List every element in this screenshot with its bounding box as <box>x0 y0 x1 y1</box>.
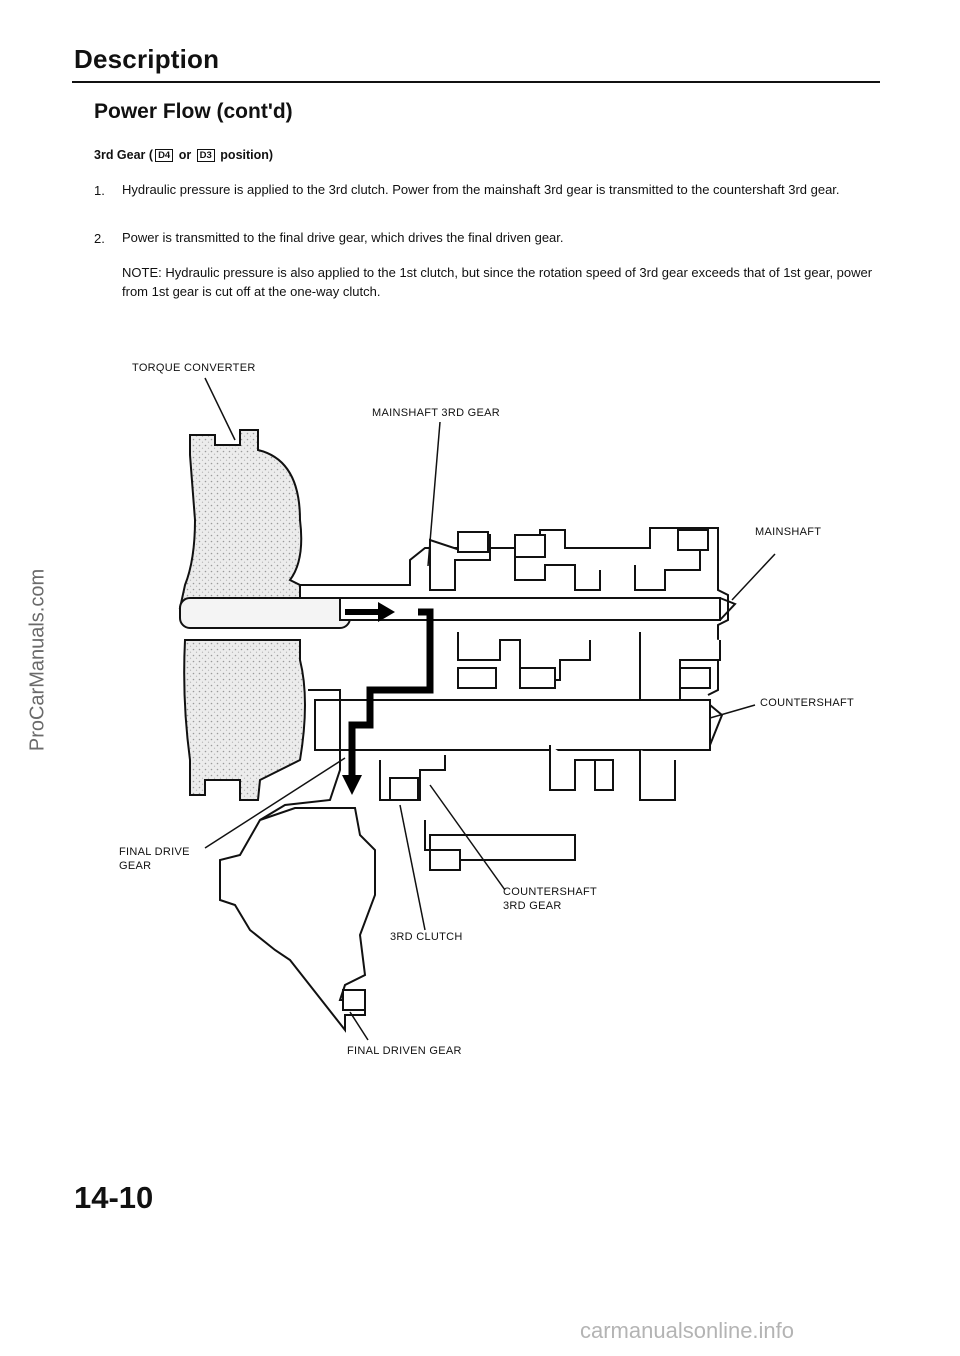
leader-final-drive-gear <box>204 757 346 849</box>
gear-heading-middle: or <box>175 148 195 162</box>
leader-lines <box>204 377 776 1041</box>
step-1-text: Hydraulic pressure is applied to the 3rd… <box>122 182 840 197</box>
label-final-drive-gear-line2: GEAR <box>119 860 152 872</box>
power-flow-line <box>348 608 434 775</box>
leader-countershaft-3rd-gear <box>429 784 506 891</box>
label-countershaft-3rd-gear-line2: 3RD GEAR <box>503 900 562 912</box>
transmission-casing <box>300 527 729 696</box>
label-countershaft-3rd-gear-line1: COUNTERSHAFT <box>503 886 598 898</box>
gear-heading-prefix: 3rd Gear ( <box>94 148 154 162</box>
header-rule <box>72 81 880 83</box>
third-clutch-hub <box>424 820 576 871</box>
mainshaft-gears <box>429 529 721 701</box>
label-final-drive-gear-line1: FINAL DRIVE <box>119 846 190 858</box>
torque-converter-housing <box>178 429 303 609</box>
leader-countershaft <box>709 704 756 719</box>
label-3rd-clutch: 3RD CLUTCH <box>390 931 463 943</box>
bottom-watermark: carmanualsonline.info <box>580 1318 795 1343</box>
input-shaft <box>179 597 351 629</box>
countershaft-gears <box>379 745 676 801</box>
step-1-number: 1. <box>94 183 105 198</box>
countershaft-end <box>709 704 724 746</box>
mainshaft <box>339 597 721 621</box>
label-mainshaft-3rd-gear: MAINSHAFT 3RD GEAR <box>372 407 501 419</box>
mainshaft-end <box>719 597 737 621</box>
leader-3rd-clutch <box>399 804 426 931</box>
leader-torque-converter <box>204 377 236 441</box>
casing-lower <box>259 689 341 821</box>
diagram-body <box>178 429 737 1033</box>
label-mainshaft: MAINSHAFT <box>755 526 822 538</box>
side-watermark: ProCarManuals.com <box>26 568 49 752</box>
final-driven-gear-stub <box>342 989 366 1011</box>
label-final-driven-gear: FINAL DRIVEN GEAR <box>347 1045 462 1057</box>
d3-position-badge: D3 <box>196 149 215 162</box>
leader-final-driven-gear <box>349 1011 369 1041</box>
power-flow-path <box>342 602 434 795</box>
gear-heading: 3rd Gear (D4 or D3 position) <box>94 148 273 162</box>
power-flow-arrow-input-head <box>378 602 395 622</box>
torque-converter-lower <box>183 639 306 801</box>
d4-position-badge: D4 <box>155 149 174 162</box>
step-2-number: 2. <box>94 231 105 246</box>
note-text: NOTE: Hydraulic pressure is also applied… <box>122 265 873 299</box>
leader-mainshaft <box>731 553 776 601</box>
page-number: 14-10 <box>74 1180 154 1215</box>
gear-heading-suffix: position) <box>216 148 274 162</box>
leader-mainshaft-3rd-gear <box>427 421 441 567</box>
section-title: Description <box>74 44 220 74</box>
subsection-title: Power Flow (cont'd) <box>94 100 293 123</box>
power-flow-arrow-head <box>342 775 362 795</box>
label-countershaft: COUNTERSHAFT <box>760 697 855 709</box>
step-2-text: Power is transmitted to the final drive … <box>122 230 564 245</box>
label-torque-converter: TORQUE CONVERTER <box>132 362 256 374</box>
countershaft <box>314 699 711 751</box>
